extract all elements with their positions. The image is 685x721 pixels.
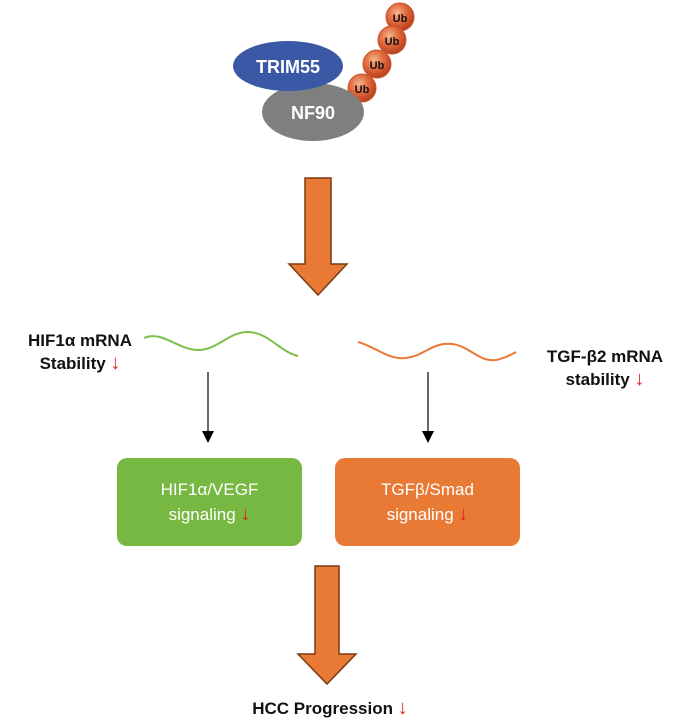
ubiquitin-node: Ub [385,2,415,32]
hcc-progression-label: HCC Progression ↓ [200,697,460,720]
hif1a-mrna-label: HIF1α mRNA Stability ↓ [15,330,145,375]
tgfb2-stability-down-arrow: ↓ [634,368,645,390]
tgfb-smad-signaling-line1: TGFβ/Smad [381,479,474,499]
tgfb-smad-signaling-box: TGFβ/Smad signaling ↓ [335,458,520,546]
hif1a-vegf-signaling-box: HIF1α/VEGF signaling ↓ [117,458,302,546]
hif1a-vegf-signaling-line2-row: signaling ↓ [169,502,251,527]
hif1a-mrna-label-line2-row: Stability ↓ [15,352,145,375]
ubiquitin-node: Ub [377,25,407,55]
nf90-label: NF90 [291,103,335,123]
hif1a-stability-down-arrow: ↓ [110,352,121,374]
tgfb2-mrna-wave [357,341,517,362]
hif1a-mrna-label-line1: HIF1α mRNA [28,331,132,350]
hif1a-mrna-wave [143,330,299,357]
ubiquitin-chain: Ub Ub Ub Ub [347,2,415,103]
ubiquitin-node: Ub [362,49,392,79]
tgfb-smad-signaling-line2-row: signaling ↓ [387,502,469,527]
tgfb2-mrna-label-line2: stability [565,370,630,389]
ubiquitin-label: Ub [393,13,408,25]
ubiquitin-label: Ub [385,36,400,48]
tgfb-smad-down-arrow: ↓ [458,502,469,525]
ubiquitin-label: Ub [355,84,370,96]
hif1a-vegf-signaling-line1: HIF1α/VEGF [160,479,259,499]
hif1a-vegf-signaling-line2: signaling [168,504,236,524]
ubiquitin-label: Ub [370,60,385,72]
tgfb2-mrna-label-line1: TGF-β2 mRNA [546,347,664,366]
tgfb2-mrna-label: TGF-β2 mRNA stability ↓ [530,346,680,391]
hcc-progression-text: HCC Progression [252,699,393,718]
nf90-protein: NF90 [262,83,364,141]
big-down-arrow-top [287,177,349,297]
trim55-label: TRIM55 [256,57,320,77]
ubiquitin-node: Ub [347,73,377,103]
hif1a-vegf-down-arrow: ↓ [240,502,251,525]
hcc-progression-down-arrow: ↓ [397,697,408,719]
big-down-arrow-bottom [296,565,358,686]
tgfb2-mrna-label-line2-row: stability ↓ [530,368,680,391]
tgfb-smad-signaling-line2: signaling [386,504,454,524]
hif1a-mrna-label-line2: Stability [39,354,106,373]
trim55-protein: TRIM55 [233,41,343,91]
